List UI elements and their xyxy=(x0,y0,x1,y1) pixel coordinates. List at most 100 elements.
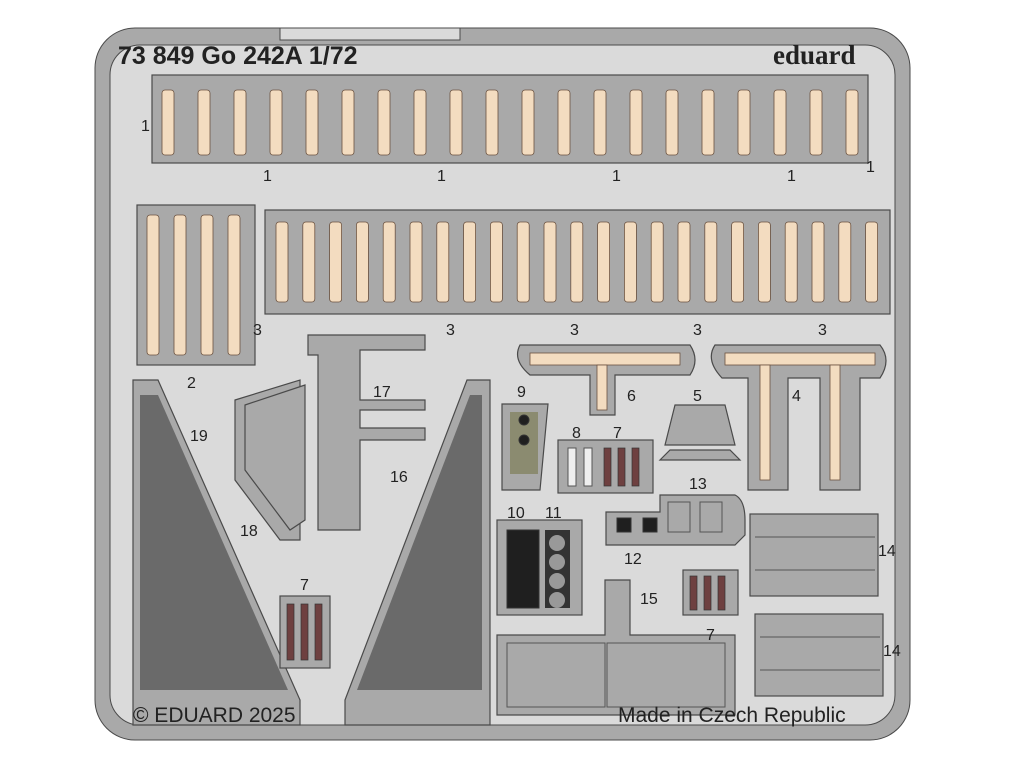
harness-belt xyxy=(701,89,715,156)
harness-belt xyxy=(624,221,637,303)
harness-belt xyxy=(485,89,499,156)
harness-belt xyxy=(227,214,241,356)
label-7: 7 xyxy=(706,627,715,644)
harness-belt xyxy=(463,221,477,303)
label-17: 17 xyxy=(373,384,391,401)
harness-belt xyxy=(173,214,187,356)
label-1: 1 xyxy=(437,168,446,185)
part-14-upper xyxy=(749,513,879,597)
made-in: Made in Czech Republic xyxy=(618,704,846,727)
harness-belt xyxy=(377,89,391,156)
harness-belt xyxy=(629,89,643,156)
harness-belt xyxy=(275,221,289,303)
harness-belt xyxy=(758,221,771,303)
harness-belt xyxy=(413,89,427,156)
part-17-18-frame xyxy=(234,334,426,541)
part-2-harness xyxy=(136,204,256,366)
label-1: 1 xyxy=(787,168,796,185)
part-10-11-panels xyxy=(496,519,583,616)
label-10: 10 xyxy=(507,505,525,522)
part-4-harness xyxy=(710,344,887,491)
label-8: 8 xyxy=(572,425,581,442)
label-7: 7 xyxy=(613,425,622,442)
part-7-strip-right xyxy=(682,569,739,616)
part-1-harness-row xyxy=(151,74,869,164)
harness-belt xyxy=(305,89,319,156)
part-9-instrument-panel xyxy=(501,403,549,491)
label-11: 11 xyxy=(545,505,562,522)
label-1: 1 xyxy=(141,118,150,135)
harness-belt xyxy=(737,89,751,156)
harness-belt xyxy=(489,221,503,303)
harness-belt xyxy=(329,221,343,303)
harness-belt xyxy=(355,221,369,303)
harness-belt xyxy=(409,221,423,303)
harness-belt xyxy=(865,221,878,303)
part-7-strip-left xyxy=(279,595,331,669)
harness-belt xyxy=(543,221,557,303)
part-5 xyxy=(658,404,742,461)
eduard-logo: eduard xyxy=(773,40,856,70)
copyright: © EDUARD 2025 xyxy=(133,704,296,727)
fret-title: 73 849 Go 242A 1/72 xyxy=(118,42,358,70)
harness-belt xyxy=(809,89,823,156)
harness-belt xyxy=(845,89,859,156)
harness-belt xyxy=(838,221,852,303)
part-8-7-strip xyxy=(557,439,654,494)
harness-belt xyxy=(516,221,530,303)
harness-belt xyxy=(382,221,396,303)
label-6: 6 xyxy=(627,388,636,405)
harness-belt xyxy=(650,221,664,303)
harness-belt xyxy=(302,221,316,303)
harness-belt xyxy=(665,89,679,156)
label-14: 14 xyxy=(883,643,901,660)
label-18: 18 xyxy=(240,523,258,540)
label-1: 1 xyxy=(612,168,621,185)
label-2: 2 xyxy=(187,375,196,392)
label-3: 3 xyxy=(693,322,702,339)
harness-belt xyxy=(773,89,787,156)
part-3-harness-row xyxy=(264,209,891,315)
harness-belt xyxy=(593,89,607,156)
part-12-13 xyxy=(605,494,746,546)
harness-belt xyxy=(200,214,214,356)
label-3: 3 xyxy=(446,322,455,339)
label-14: 14 xyxy=(878,543,896,560)
label-1: 1 xyxy=(866,159,875,176)
label-3: 3 xyxy=(253,322,262,339)
part-number-labels: 1 1 1 1 1 1 2 3 3 3 3 3 4 5 6 7 7 7 8 9 … xyxy=(141,118,901,660)
label-1: 1 xyxy=(263,168,272,185)
harness-belt xyxy=(811,221,825,303)
label-16: 16 xyxy=(390,469,408,486)
label-13: 13 xyxy=(689,476,707,493)
harness-belt xyxy=(704,221,718,303)
part-19-mesh-panel xyxy=(132,379,301,726)
label-3: 3 xyxy=(570,322,579,339)
label-19: 19 xyxy=(190,428,208,445)
harness-belt xyxy=(449,89,463,156)
label-7: 7 xyxy=(300,577,309,594)
harness-belt xyxy=(436,221,450,303)
harness-belt xyxy=(731,221,744,303)
harness-belt xyxy=(341,89,355,156)
label-15: 15 xyxy=(640,591,658,608)
label-3: 3 xyxy=(818,322,827,339)
harness-belt xyxy=(233,89,247,156)
part-14-lower xyxy=(754,613,884,697)
harness-belt xyxy=(557,89,571,156)
fret-tab xyxy=(279,27,461,41)
harness-belt xyxy=(521,89,535,156)
label-5: 5 xyxy=(693,388,702,405)
label-4: 4 xyxy=(792,388,801,405)
harness-belt xyxy=(269,89,283,156)
part-16-mesh-panel xyxy=(344,379,491,726)
harness-belt xyxy=(161,89,175,156)
part-6-harness xyxy=(517,344,696,416)
label-9: 9 xyxy=(517,384,526,401)
harness-belt xyxy=(146,214,160,356)
harness-belt xyxy=(784,221,798,303)
harness-belt xyxy=(197,89,211,156)
harness-belt xyxy=(677,221,691,303)
part-15-frame xyxy=(496,579,736,716)
